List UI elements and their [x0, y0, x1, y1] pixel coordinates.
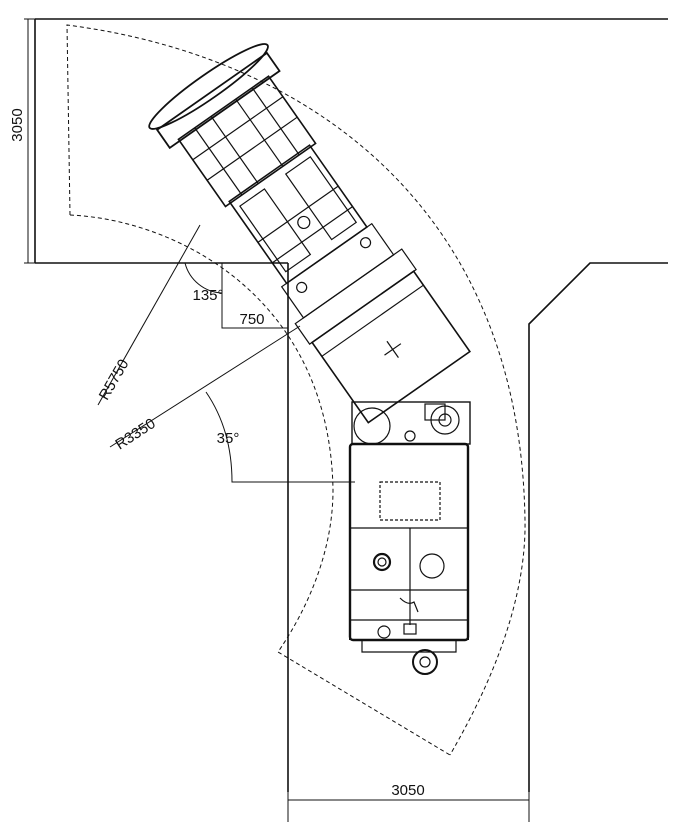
dimension-lines [24, 18, 530, 822]
radius-inner: R3350 [112, 415, 158, 453]
dim-offset: 750 [239, 311, 264, 328]
articulation-pivot [353, 407, 391, 445]
engine-cooler-circle [419, 553, 445, 579]
dim-width-top: 3050 [9, 108, 26, 141]
dim-width-bottom: 3050 [391, 782, 424, 799]
dimension-labels: 3050 3050 750 135° 35° R5750 R3350 [9, 108, 425, 799]
angle-corner: 135° [192, 287, 223, 304]
radius-outer: R5750 [96, 356, 133, 403]
loader-machine [148, 43, 471, 675]
tunnel-walls [34, 18, 668, 792]
inner-envelope [69, 214, 451, 756]
angle-articulation: 35° [217, 430, 240, 447]
rear-body [349, 443, 469, 641]
cutter-head [148, 43, 269, 130]
right-wall [528, 262, 668, 792]
outer-envelope [66, 24, 526, 756]
rear-wheel-hub [412, 649, 438, 675]
swept-envelope [66, 24, 526, 756]
